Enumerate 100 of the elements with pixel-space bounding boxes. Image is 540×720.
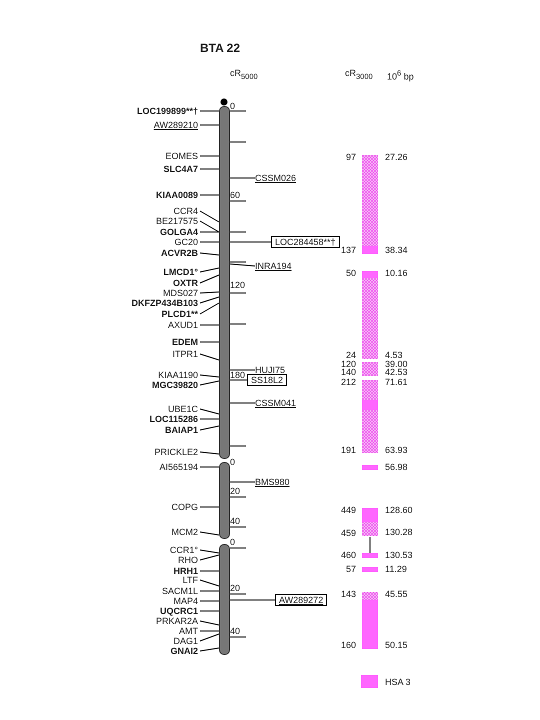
scale-number: 0 <box>230 101 236 111</box>
leader-line <box>200 554 220 560</box>
gene-label: AMT <box>179 626 198 636</box>
leader-line <box>200 274 220 284</box>
marker-box: LOC284458**† <box>271 236 340 248</box>
position-number: 130.28 <box>385 527 413 537</box>
leader-line <box>200 252 220 256</box>
leader-line <box>200 380 220 386</box>
leader-line <box>200 532 220 536</box>
gene-label: GOLGA4 <box>160 227 198 237</box>
position-number: 130.53 <box>385 550 413 560</box>
gene-label: LTF <box>182 575 198 585</box>
position-number: 56.98 <box>385 462 408 472</box>
gene-label: CCR1° <box>170 545 198 555</box>
chromosome-bar <box>219 544 230 655</box>
leader-line <box>200 550 220 554</box>
leader-line <box>200 634 220 642</box>
gene-label: OXTR <box>172 278 198 288</box>
position-number: 459 <box>340 528 356 538</box>
gene-label: CCR4 <box>173 206 198 216</box>
gene-label: KIAA1190 <box>158 370 198 380</box>
gene-label: ITPR1 <box>172 349 198 359</box>
gene-label: MAP4 <box>173 596 198 606</box>
position-number: 57 <box>346 564 356 574</box>
gene-label: ACVR2B <box>160 248 198 258</box>
legend-label: HSA 3 <box>385 677 411 687</box>
chromosome-bar <box>219 106 230 459</box>
position-number: 160 <box>340 640 356 650</box>
marker-label: INRA194 <box>255 261 292 271</box>
position-number: 191 <box>340 445 356 455</box>
leader-line <box>200 600 220 602</box>
gene-label: BE217575 <box>156 216 198 226</box>
position-number: 143 <box>340 589 356 599</box>
leader-line <box>200 648 220 652</box>
position-number: 27.26 <box>385 152 408 162</box>
diagram-title: BTA 22 <box>200 43 240 53</box>
gene-label: UBE1C <box>168 404 198 414</box>
gene-label: MCM2 <box>172 527 198 537</box>
gene-label: PRKAR2A <box>156 616 198 626</box>
leader-line <box>200 296 220 304</box>
scale-number: 20 <box>230 583 240 593</box>
marker-label: CSSM041 <box>255 398 296 408</box>
scale-number: 40 <box>230 626 240 636</box>
position-number: 45.55 <box>385 589 408 599</box>
leader-line <box>200 506 220 508</box>
leader-line <box>200 292 220 294</box>
gene-label: COPG <box>171 502 198 512</box>
position-number: 39.00 <box>385 359 408 369</box>
gene-label: AI565194 <box>159 462 198 472</box>
position-number: 212 <box>340 377 356 387</box>
scale-number: 60 <box>230 190 240 200</box>
leader-line <box>200 418 220 420</box>
position-number: 137 <box>340 245 356 255</box>
gene-label: LOC199899**† <box>136 106 198 116</box>
leader-line <box>200 354 220 360</box>
position-number: 38.34 <box>385 245 408 255</box>
marker-label: HUJI75 <box>255 365 286 375</box>
scale-number: 180 <box>230 370 246 380</box>
scale-number: 0 <box>230 537 236 547</box>
marker-label: CSSM026 <box>255 173 296 183</box>
gene-label: RHO <box>178 555 198 565</box>
chromosome-bar <box>219 462 230 539</box>
position-number: 42.53 <box>385 367 408 377</box>
gene-label: PLCD1** <box>161 309 198 319</box>
position-number: 63.93 <box>385 445 408 455</box>
marker-box: SS18L2 <box>247 374 288 386</box>
leader-line <box>200 124 220 126</box>
scale-number: 20 <box>230 486 240 496</box>
leader-line <box>200 374 220 378</box>
leader-line <box>230 264 256 266</box>
gene-label: GC20 <box>174 237 198 247</box>
position-number: 128.60 <box>385 505 413 515</box>
gene-label: AW289210 <box>154 120 198 130</box>
position-number: 449 <box>340 505 356 515</box>
gene-label: BAIAP1 <box>164 425 198 435</box>
scale-number: 40 <box>230 516 240 526</box>
gene-label: PRICKLE2 <box>154 447 198 457</box>
position-number: 71.61 <box>385 377 408 387</box>
scale-number: 0 <box>230 457 236 467</box>
leader-line <box>200 620 220 626</box>
position-number: 97 <box>346 152 356 162</box>
leader-line <box>200 610 220 612</box>
gene-label: MGC39820 <box>152 380 198 390</box>
marker-box: AW289272 <box>275 594 328 606</box>
leader-line <box>200 268 220 272</box>
position-number: 120 <box>340 359 356 369</box>
position-number: 10.16 <box>385 268 408 278</box>
leader-line <box>200 630 220 632</box>
gene-label: KIAA0089 <box>156 190 198 200</box>
leader-line <box>200 194 220 196</box>
leader-line <box>200 324 220 326</box>
position-number: 24 <box>346 350 356 360</box>
gene-label: LMCD1° <box>163 267 198 277</box>
leader-line <box>200 452 220 454</box>
leader-line <box>200 426 220 430</box>
gene-label: GNAI2 <box>170 646 198 656</box>
leader-line <box>230 402 256 404</box>
leader-line <box>200 466 220 468</box>
leader-line <box>200 408 220 414</box>
leader-line <box>200 168 220 170</box>
